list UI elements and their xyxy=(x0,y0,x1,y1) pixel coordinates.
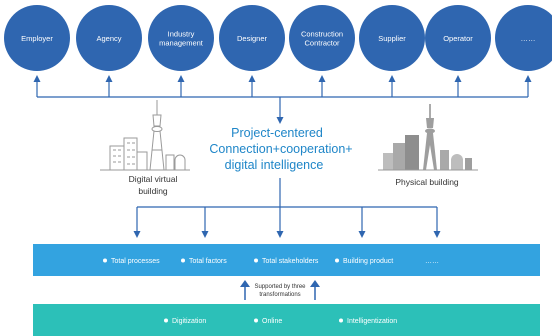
lower-connector xyxy=(133,178,441,238)
bar-item-label: Digitization xyxy=(172,318,206,325)
center-line-3: digital intelligence xyxy=(225,158,324,172)
center-line-1: Project-centered xyxy=(231,126,323,140)
digital-building-icon xyxy=(100,100,190,171)
bullet-icon xyxy=(339,318,343,323)
digital-building-label-1: Digital virtual xyxy=(129,174,178,184)
stakeholder-circle: Supplier xyxy=(359,5,425,71)
stakeholder-label: management xyxy=(159,39,204,48)
bar-item: Intelligentization xyxy=(339,318,397,325)
up-arrow-icon xyxy=(240,280,250,287)
bar-item-label: Intelligentization xyxy=(347,318,397,325)
up-arrow-icon xyxy=(310,280,320,287)
bottom-bar xyxy=(33,304,540,336)
bullet-icon xyxy=(254,318,258,323)
bar-item-label: Total factors xyxy=(189,258,227,265)
support-text-1: Supported by three xyxy=(254,284,306,290)
bar-item-label: Online xyxy=(262,318,282,325)
bar-item: Building product xyxy=(335,258,393,265)
bullet-icon xyxy=(164,318,168,323)
bullet-icon xyxy=(335,258,339,263)
stakeholder-label: Operator xyxy=(443,34,473,43)
stakeholder-circle: Designer xyxy=(219,5,285,71)
bar-item: Digitization xyxy=(164,318,206,325)
upper-connector xyxy=(33,75,532,124)
stakeholder-label: Construction xyxy=(301,30,343,39)
bar-item: Total factors xyxy=(181,258,227,265)
top-bar-items: Total processes Total factors Total stakeh… xyxy=(103,258,393,265)
stakeholder-label: Designer xyxy=(237,34,268,43)
stakeholder-label: Industry xyxy=(168,30,195,39)
stakeholder-circle: …… xyxy=(495,5,552,71)
stakeholder-circle: Employer xyxy=(4,5,70,71)
top-bar xyxy=(33,244,540,276)
stakeholder-label: Agency xyxy=(96,34,121,43)
bar-item-label: Building product xyxy=(343,258,393,265)
physical-building-label: Physical building xyxy=(395,177,459,187)
stakeholder-circle: Operator xyxy=(425,5,491,71)
stakeholder-label: …… xyxy=(521,34,536,43)
bullet-icon xyxy=(254,258,258,263)
bar-item-label: Total stakeholders xyxy=(262,258,319,265)
bullet-icon xyxy=(103,258,107,263)
top-bar-ellipsis: …… xyxy=(425,258,439,265)
bar-item: Total processes xyxy=(103,258,160,265)
stakeholder-circle: Agency xyxy=(76,5,142,71)
bar-item: Online xyxy=(254,318,282,325)
digital-building-label-2: building xyxy=(138,186,168,196)
center-text-block: Project-centered Connection+cooperation+… xyxy=(209,126,352,172)
bar-item-label: Total processes xyxy=(111,258,160,265)
bar-item: Total stakeholders xyxy=(254,258,319,265)
stakeholder-label: Supplier xyxy=(378,34,406,43)
support-arrows xyxy=(240,280,320,300)
support-text-2: transformations xyxy=(259,292,300,298)
stakeholder-label: Employer xyxy=(21,34,53,43)
stakeholder-label: Contractor xyxy=(304,39,340,48)
bottom-bar-items: Digitization Online Intelligentization xyxy=(164,318,397,325)
physical-building-icon xyxy=(378,104,478,171)
bullet-icon xyxy=(181,258,185,263)
center-line-2: Connection+cooperation+ xyxy=(209,142,352,156)
